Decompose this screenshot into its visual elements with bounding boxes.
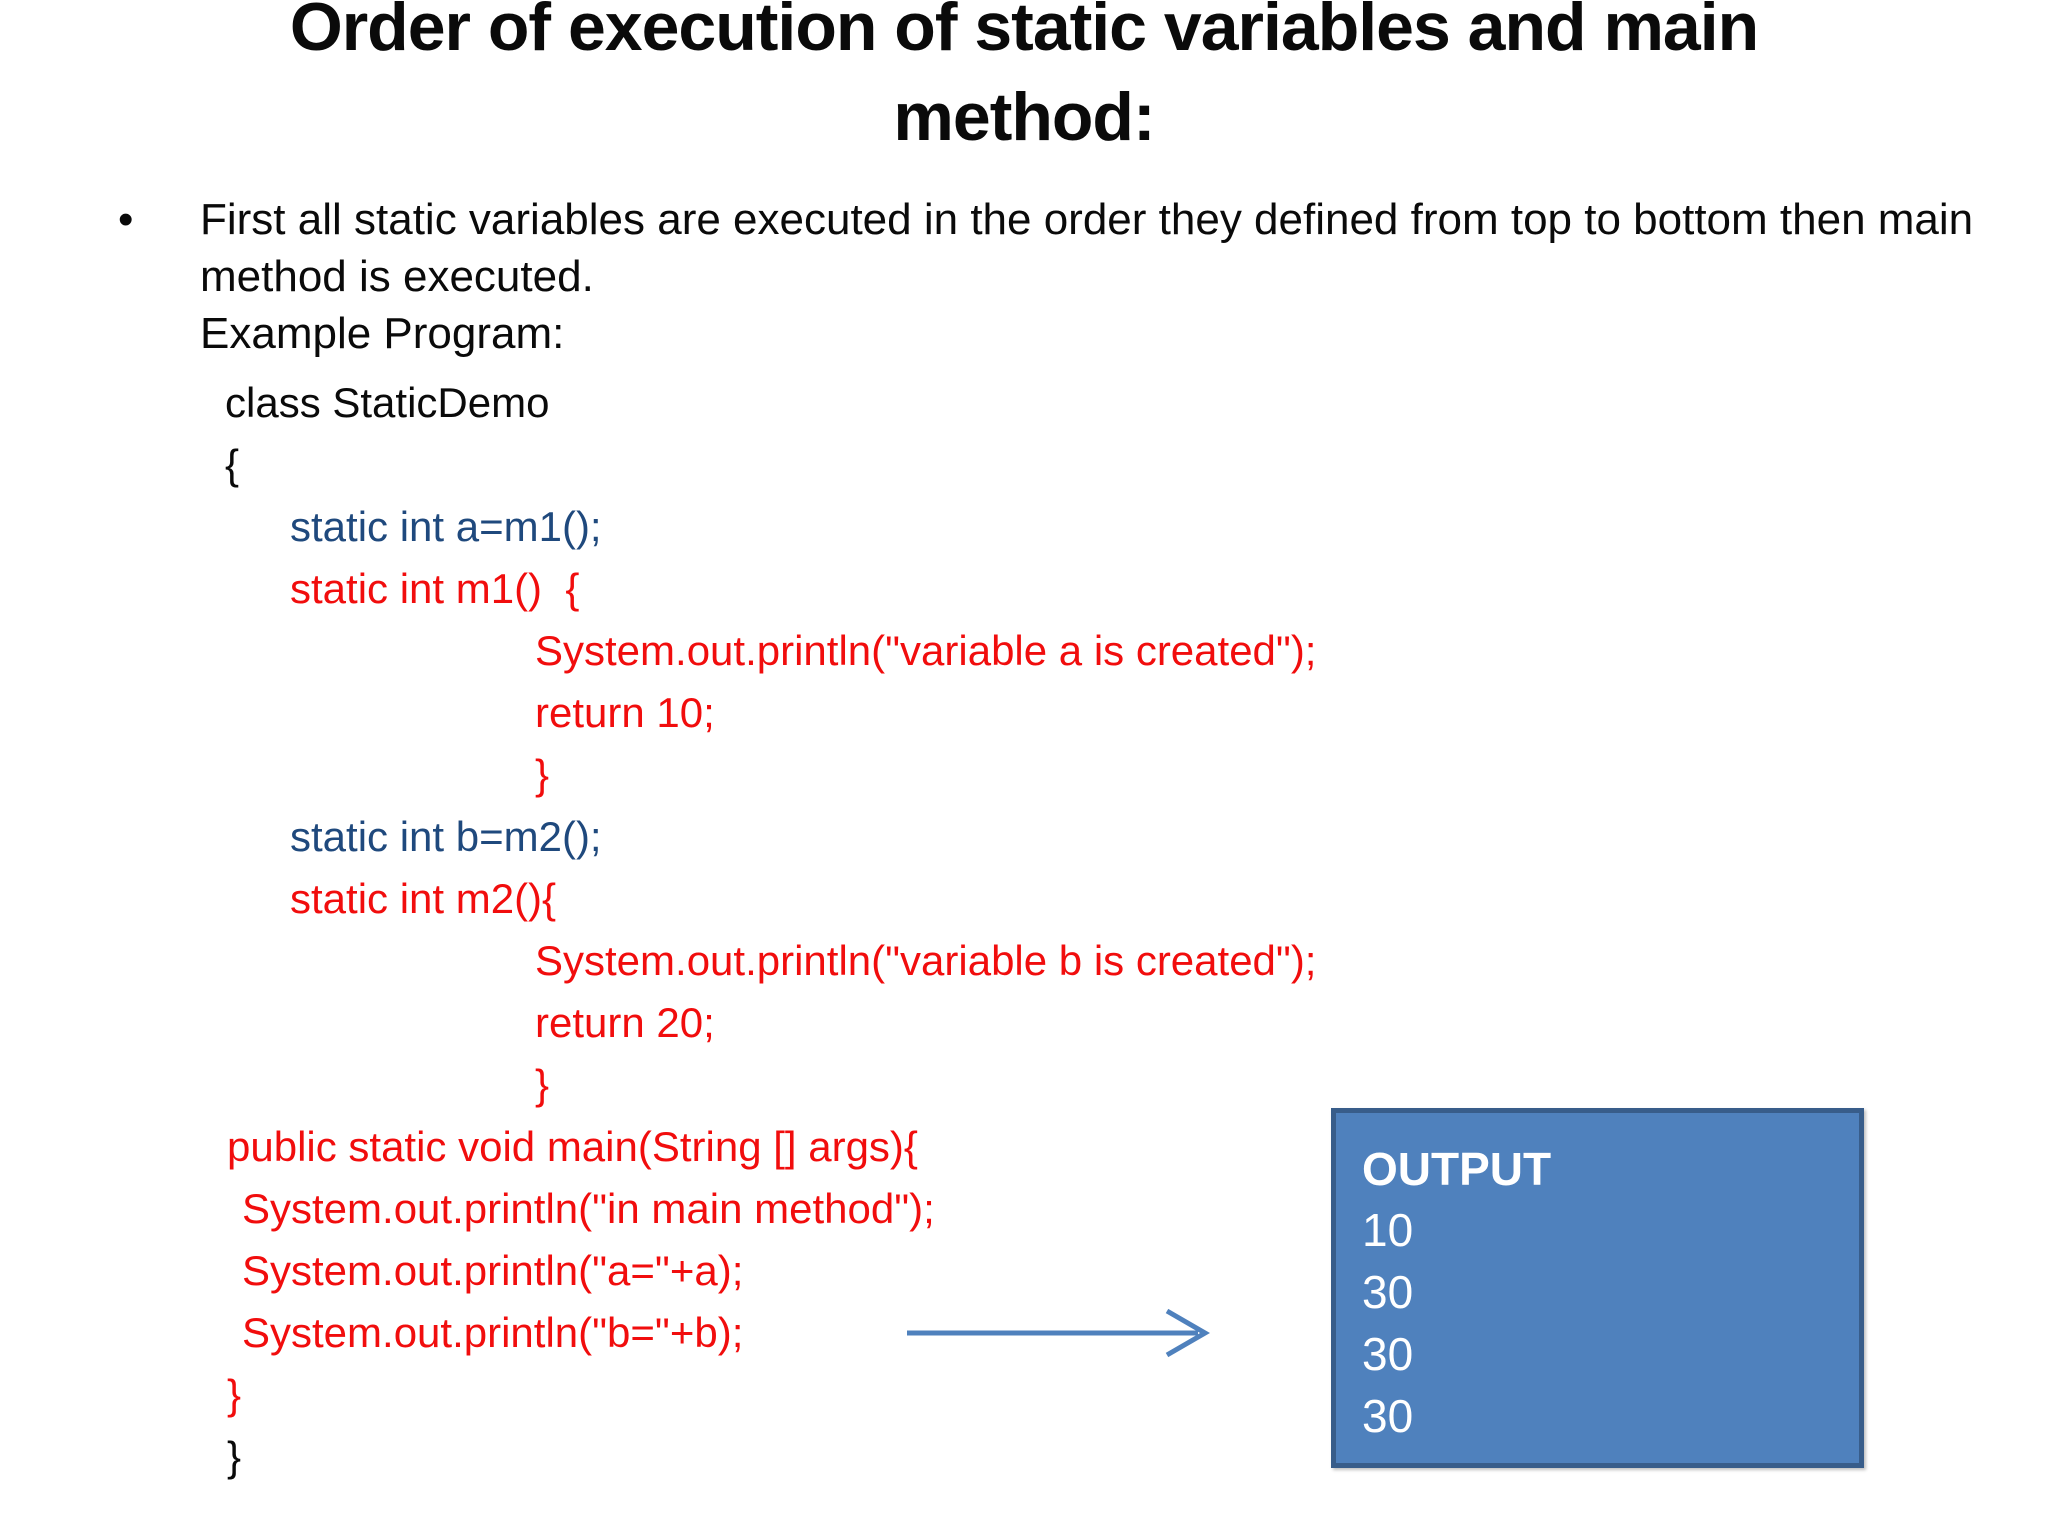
code-line: } xyxy=(227,1433,242,1480)
bullet-icon: • xyxy=(118,195,134,244)
code-line: System.out.println("a="+a); xyxy=(242,1247,744,1294)
code-line: System.out.println("b="+b); xyxy=(242,1309,744,1356)
code-line: } xyxy=(535,1061,550,1108)
code-line: static int b=m2(); xyxy=(290,813,602,860)
output-value: 30 xyxy=(1362,1390,1414,1442)
slide-title-line2: method: xyxy=(893,79,1155,155)
slide-title-line1: Order of execution of static variables a… xyxy=(289,0,1759,65)
code-line: { xyxy=(225,441,240,488)
output-value: 10 xyxy=(1362,1204,1414,1256)
bullet-paragraph: First all static variables are executed … xyxy=(200,191,1980,362)
code-line: System.out.println("in main method"); xyxy=(242,1185,935,1232)
bullet-sentence: First all static variables are executed … xyxy=(200,195,1974,301)
code-line: class StaticDemo xyxy=(225,379,550,426)
code-block: class StaticDemo { static int a=m1(); stati… xyxy=(0,372,1400,1488)
output-box-title: OUTPUT xyxy=(1362,1143,1552,1195)
code-line: static int a=m1(); xyxy=(290,503,602,550)
example-program-label: Example Program: xyxy=(200,309,565,358)
code-line: System.out.println("variable b is create… xyxy=(535,937,1317,984)
output-values: 10 30 30 30 xyxy=(1362,1199,1839,1447)
code-line: System.out.println("variable a is create… xyxy=(535,627,1317,674)
output-value: 30 xyxy=(1362,1328,1414,1380)
code-line: } xyxy=(227,1371,242,1418)
slide-title: Order of execution of static variables a… xyxy=(0,0,2048,162)
code-line: return 10; xyxy=(535,689,715,736)
code-line: public static void main(String [] args){ xyxy=(227,1123,918,1170)
output-box: OUTPUT 10 30 30 30 xyxy=(1331,1108,1864,1468)
code-line: return 20; xyxy=(535,999,715,1046)
output-value: 30 xyxy=(1362,1266,1414,1318)
arrow-icon xyxy=(907,1308,1210,1358)
code-line: } xyxy=(535,751,550,798)
code-line: static int m1() { xyxy=(290,565,580,612)
code-line: static int m2(){ xyxy=(290,875,557,922)
